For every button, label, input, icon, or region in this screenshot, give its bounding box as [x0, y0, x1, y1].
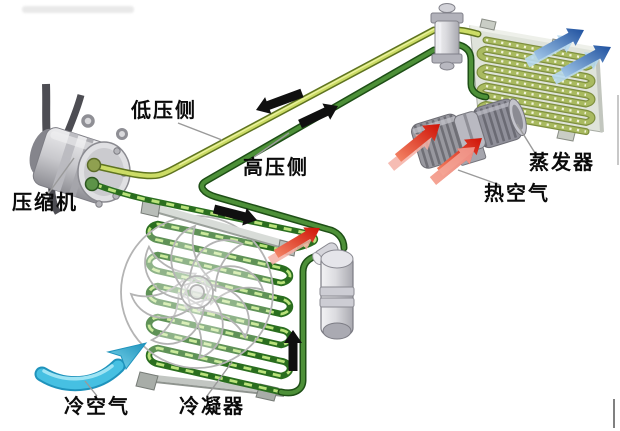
blower-end-inner — [512, 104, 524, 130]
leader-lines — [47, 122, 536, 397]
receiver-band — [319, 286, 355, 297]
condenser — [120, 199, 315, 402]
edge-artifact — [613, 399, 615, 428]
evaporator-tab — [479, 18, 497, 31]
cold-air-arrows-icon — [524, 28, 611, 85]
flow-arrow-up-receiver-icon — [284, 330, 302, 371]
leader-high-pressure — [253, 132, 290, 158]
compressor-discharge-port — [84, 176, 100, 192]
leader-hot-air — [457, 169, 501, 186]
receiver-band — [319, 297, 355, 308]
flow-arrow-to-compressor-icon — [256, 88, 304, 114]
label-condenser: 冷凝器 — [179, 394, 245, 418]
expansion-valve — [430, 3, 464, 71]
flow-arrows — [212, 88, 338, 371]
compressor-bolt — [113, 147, 121, 155]
leader-evaporator — [516, 123, 536, 154]
leader-low-pressure — [177, 122, 223, 141]
valve-nub — [439, 61, 455, 71]
compressor-band — [51, 131, 79, 192]
scan-artifact — [22, 6, 134, 13]
compressor-bolt — [95, 200, 103, 208]
low-pressure-pipe — [92, 26, 438, 180]
evaporator-right-rail — [595, 48, 604, 133]
flow-arrow-to-valve-icon — [298, 103, 338, 129]
evaporator-top-rail — [469, 25, 597, 51]
label-compressor: 压缩机 — [12, 190, 78, 214]
valve-cap — [438, 3, 456, 13]
label-hot-air: 热空气 — [484, 181, 550, 205]
condenser-fan-icon — [120, 215, 274, 369]
receiver-drier — [312, 242, 355, 340]
compressor-lug — [81, 114, 95, 128]
label-cold-air: 冷空气 — [64, 394, 130, 418]
flow-arrow-into-condenser-icon — [212, 204, 257, 226]
high-pressure-pipe — [198, 46, 438, 252]
cool-air-arrow-icon — [34, 342, 148, 392]
compressor-lug — [116, 128, 128, 140]
label-low-pressure-side: 低压侧 — [131, 98, 197, 122]
condenser-hot-air-arrow-icon — [267, 227, 320, 265]
condenser-top-rail — [146, 202, 292, 250]
receiver-dome — [320, 249, 354, 269]
valve-body — [434, 20, 460, 57]
label-evaporator: 蒸发器 — [529, 150, 595, 174]
leader-compressor — [47, 157, 75, 195]
leader-cold-air — [84, 380, 98, 397]
hot-air-arrows-icon — [387, 124, 482, 185]
label-high-pressure-side: 高压侧 — [243, 155, 309, 179]
blower-highlight — [474, 102, 511, 117]
compressor-suction-port — [86, 157, 102, 173]
receiver-bottom — [322, 322, 352, 340]
condenser-foot-left — [135, 371, 159, 391]
drive-belt — [62, 94, 85, 138]
edge-artifact — [617, 95, 619, 165]
leader-condenser — [206, 361, 233, 397]
condenser-top-rail-edge — [147, 209, 291, 251]
evaporator-coil-core — [477, 37, 595, 134]
